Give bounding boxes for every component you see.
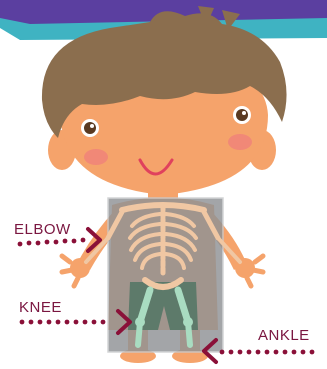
elbow-label: ELBOW xyxy=(14,222,71,237)
ankle-label: ANKLE xyxy=(258,328,310,343)
knee-label: KNEE xyxy=(19,300,62,315)
